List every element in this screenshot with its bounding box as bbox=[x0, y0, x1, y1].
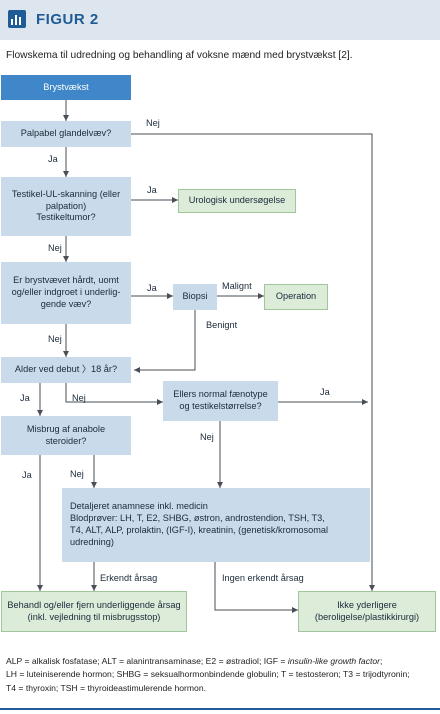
label-ultrasound-yes: Ja bbox=[147, 185, 157, 195]
edge-age-no bbox=[65, 383, 163, 405]
node-ultrasound: Testikel-UL-skanning (eller palpation) T… bbox=[1, 177, 131, 236]
bottom-rule bbox=[0, 708, 440, 710]
node-normal-phenotype: Ellers normal fænotype og testikelstørre… bbox=[163, 381, 278, 421]
node-age: Alder ved debut 〉18 år? bbox=[1, 357, 131, 383]
label-palpable-yes: Ja bbox=[48, 154, 58, 164]
node-no-further: Ikke yderligere (beroligelse/plastikkiru… bbox=[298, 591, 436, 632]
footnote-text-2: ; LH = luteiniserende hormon; SHBG = sek… bbox=[6, 656, 410, 693]
edge-palpable-no bbox=[131, 133, 375, 591]
node-biopsy: Biopsi bbox=[173, 284, 217, 310]
abbreviations-footnote: ALP = alkalisk fosfatase; ALT = alanintr… bbox=[6, 655, 436, 695]
label-palpable-no: Nej bbox=[146, 118, 160, 128]
label-hard-yes: Ja bbox=[147, 283, 157, 293]
label-no-known-cause: Ingen erkendt årsag bbox=[222, 573, 304, 583]
node-steroids: Misbrug af anabole steroider? bbox=[1, 416, 131, 455]
node-operation: Operation bbox=[264, 284, 328, 310]
label-age-yes: Ja bbox=[20, 393, 30, 403]
node-palpable: Palpabel glandelvæv? bbox=[1, 121, 131, 147]
label-phenotype-no: Nej bbox=[200, 432, 214, 442]
figure-header bbox=[0, 0, 440, 40]
label-steroids-yes: Ja bbox=[22, 470, 32, 480]
label-known-cause: Erkendt årsag bbox=[100, 573, 158, 583]
edge-no-known-cause bbox=[214, 562, 298, 613]
label-malignant: Malignt bbox=[222, 281, 252, 291]
label-hard-no: Nej bbox=[48, 334, 62, 344]
node-hard-tissue: Er brystvævet hårdt, uomt og/eller indgr… bbox=[1, 262, 131, 324]
label-steroids-no: Nej bbox=[70, 469, 84, 479]
node-detailed-history: Detaljeret anamnese inkl. medicin Blodpr… bbox=[62, 488, 370, 562]
label-ultrasound-no: Nej bbox=[48, 243, 62, 253]
label-age-no: Nej bbox=[72, 393, 86, 403]
footnote-text-1: ALP = alkalisk fosfatase; ALT = alanintr… bbox=[6, 656, 288, 666]
bar-chart-icon bbox=[8, 10, 26, 28]
edge-benign bbox=[134, 310, 196, 373]
node-treat-cause: Behandl og/eller fjern underliggende års… bbox=[1, 591, 187, 632]
label-benign: Benignt bbox=[206, 320, 238, 330]
footnote-igf-italic: insulin-like growth factor bbox=[287, 656, 381, 666]
figure-subtitle: Flowskema til udredning og behandling af… bbox=[6, 50, 353, 61]
node-urology: Urologisk undersøgelse bbox=[178, 189, 296, 213]
figure-label: FIGUR 2 bbox=[36, 11, 99, 28]
node-brystvaekst: Brystvækst bbox=[1, 75, 131, 100]
label-phenotype-yes: Ja bbox=[320, 387, 330, 397]
